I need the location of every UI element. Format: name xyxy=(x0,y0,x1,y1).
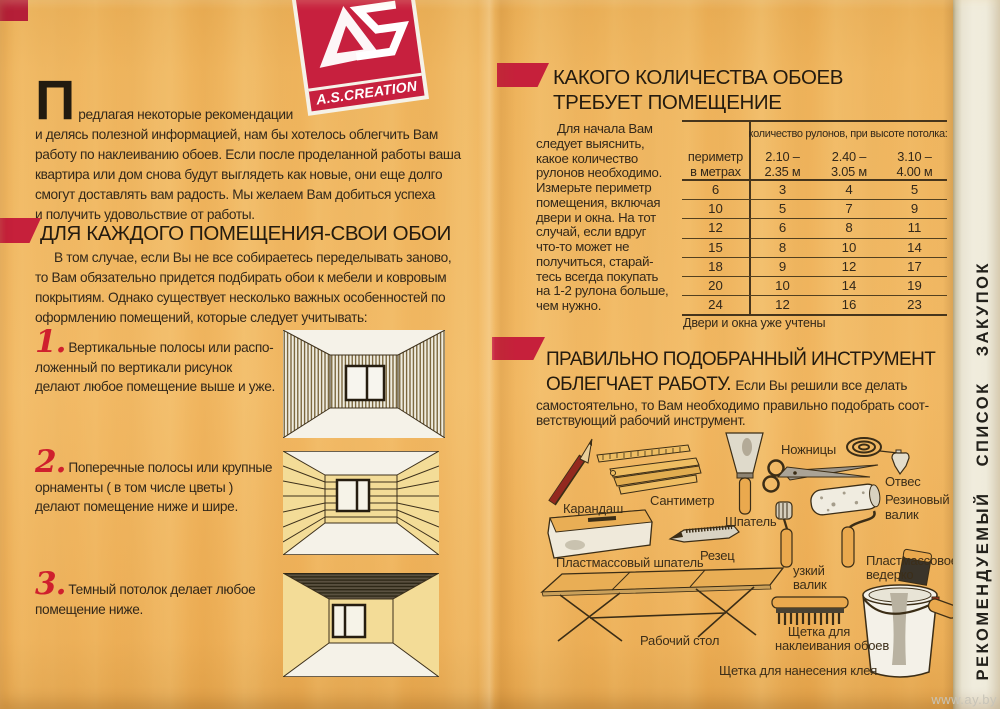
spine-vertical-text: РЕКОМЕНДУЕМЫЙ СПИСОК ЗАКУПОК xyxy=(974,261,992,681)
plumb-bob-icon xyxy=(846,437,910,476)
rolls-title: КАКОГО КОЛИЧЕСТВА ОБОЕВ ТРЕБУЕТ ПОМЕЩЕНИ… xyxy=(553,66,844,114)
as-monogram-icon xyxy=(319,0,409,68)
work-table-icon xyxy=(540,567,785,642)
rubber-roller-icon xyxy=(810,483,881,568)
watermark: www.ay.by xyxy=(931,692,997,707)
table-col-header: 2.10 –2.35 м xyxy=(764,149,801,179)
bucket-icon xyxy=(862,548,955,678)
tools-title: ПРАВИЛЬНО ПОДОБРАННЫЙ ИНСТРУМЕНТ ОБЛЕГЧА… xyxy=(546,349,936,395)
label-plumb: Отвес xyxy=(885,474,921,489)
label-spatula: Шпатель xyxy=(725,514,777,529)
label-cutter: Резец xyxy=(700,548,735,563)
label-work-table: Рабочий стол xyxy=(640,633,720,648)
label-scissors: Ножницы xyxy=(781,442,836,457)
tip-3: 3.Темный потолок делает любое помещение … xyxy=(35,566,256,617)
section-paragraph: В том случае, если Вы не все собираетесь… xyxy=(35,250,452,325)
tools-paragraph: самостоятельно, то Вам необходимо правил… xyxy=(536,398,929,429)
room-dark-ceiling-illustration xyxy=(283,573,439,677)
paste-brush-icon xyxy=(771,596,849,625)
putty-knife-icon xyxy=(725,432,764,515)
rolls-table: количество рулонов, при высоте потолка: … xyxy=(682,120,948,317)
spine-strip xyxy=(953,0,1000,709)
pencil-icon xyxy=(548,438,593,506)
label-plastic-spatula: Пластмассовый шпатель xyxy=(556,555,704,570)
label-pencil: Карандаш xyxy=(563,501,624,516)
label-glue-brush: Щетка для нанесения клея xyxy=(719,663,878,678)
table-span-header: количество рулонов, при высоте потолка: xyxy=(748,128,948,140)
dropcap: П xyxy=(35,68,75,131)
table-col-header: 3.10 –4.00 м xyxy=(896,149,933,179)
ruler-icon xyxy=(596,444,702,495)
label-ruler: Сантиметр xyxy=(650,493,715,508)
center-fold xyxy=(478,0,516,709)
tip-2: 2.Поперечные полосы или крупные орнамент… xyxy=(35,444,273,515)
scissors-icon xyxy=(762,459,879,493)
corner-red-mark xyxy=(0,0,28,21)
table-footnote: Двери и окна уже учтены xyxy=(683,316,826,330)
narrow-roller-icon xyxy=(775,501,793,568)
heading-ribbon xyxy=(492,337,545,360)
tools-illustration xyxy=(540,432,955,678)
room-horizontal-stripes-illustration xyxy=(283,451,439,555)
heading-ribbon xyxy=(0,218,41,243)
table-col-header: 2.40 –3.05 м xyxy=(830,149,868,179)
as-creation-logo: A.S.CREATION xyxy=(290,0,430,116)
room-vertical-stripes-illustration xyxy=(283,330,445,438)
section-title: ДЛЯ КАЖДОГО ПОМЕЩЕНИЯ-СВОИ ОБОИ xyxy=(40,222,451,245)
rolls-paragraph: Для начала Вам следует выяснить,какое ко… xyxy=(536,121,669,313)
plastic-smoother-icon xyxy=(547,509,653,559)
cutter-icon xyxy=(668,525,740,543)
tip-1: 1.Вертикальные полосы или распо- ложенны… xyxy=(35,324,275,395)
spine-shadow xyxy=(943,0,953,709)
